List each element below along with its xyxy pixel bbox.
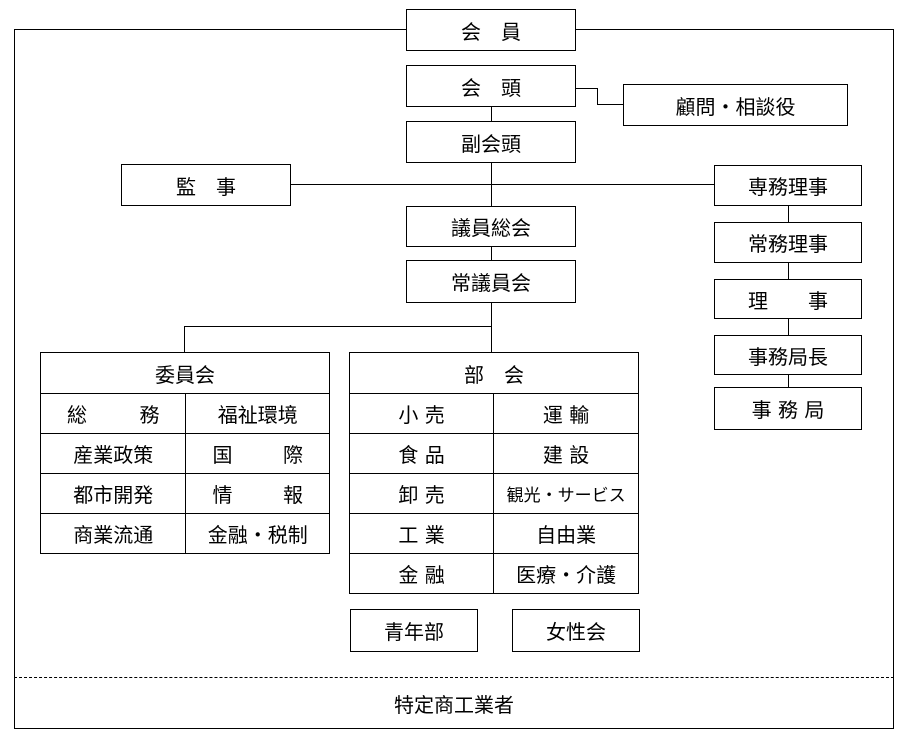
connector-exec-2 xyxy=(788,263,789,279)
division-cell: 金 融 xyxy=(348,553,495,594)
general-assembly-label: 議員総会 xyxy=(451,216,531,240)
advisor-box: 顧問・相談役 xyxy=(623,84,848,126)
table-row: 産業政策 国 際 xyxy=(39,433,330,474)
chairman-box: 会 頭 xyxy=(406,65,576,107)
footer-label: 特定商工業者 xyxy=(394,692,514,717)
members-label: 会 員 xyxy=(461,19,521,44)
chairman-label: 会 頭 xyxy=(461,75,521,100)
connector-auditor-executive xyxy=(291,184,714,185)
connector-standing-down xyxy=(491,303,492,327)
division-cell: 卸 売 xyxy=(348,473,495,514)
connector-chairman-vice xyxy=(491,107,492,121)
table-row: 食 品 建 設 xyxy=(348,433,639,474)
auditor-box: 監 事 xyxy=(121,164,291,206)
table-row: 総 務 福祉環境 xyxy=(39,393,330,434)
vice-chairman-box: 副会頭 xyxy=(406,121,576,163)
table-row: 商業流通 金融・税制 xyxy=(39,513,330,554)
committee-cell: 国 際 xyxy=(185,433,330,474)
executive-box-4: 事務局長 xyxy=(714,335,862,375)
executive-label: 事務局長 xyxy=(748,344,828,369)
connector-advisor-2 xyxy=(597,88,598,105)
divisions-table: 部 会 小 売 運 輸 食 品 建 設 卸 売 観光・サービス 工 業 自由業 … xyxy=(348,352,639,594)
committees-header-row: 委員会 xyxy=(40,352,330,394)
connector-advisor-3 xyxy=(597,104,623,105)
women-group-label: 女性会 xyxy=(546,620,606,644)
auditor-label: 監 事 xyxy=(176,174,236,199)
connector-assembly-standing xyxy=(491,247,492,260)
committee-cell: 産業政策 xyxy=(39,433,187,474)
divisions-header-row: 部 会 xyxy=(349,352,639,394)
division-cell: 運 輸 xyxy=(493,393,639,434)
advisor-label: 顧問・相談役 xyxy=(675,94,796,119)
executive-box-5: 事 務 局 xyxy=(714,387,862,430)
executive-label: 専務理事 xyxy=(748,175,828,199)
division-cell: 医療・介護 xyxy=(493,553,639,594)
committee-cell: 総 務 xyxy=(39,393,187,434)
executive-box-3: 理 事 xyxy=(714,279,862,319)
executive-label: 理 事 xyxy=(748,288,828,313)
executive-label: 常務理事 xyxy=(748,232,828,256)
table-row: 小 売 運 輸 xyxy=(348,393,639,434)
division-cell: 建 設 xyxy=(493,433,639,474)
standing-assembly-box: 常議員会 xyxy=(406,260,576,303)
committee-cell: 商業流通 xyxy=(39,513,187,554)
division-cell: 自由業 xyxy=(493,513,639,554)
division-cell: 小 売 xyxy=(348,393,495,434)
specified-businesses-label: 特定商工業者 xyxy=(14,678,894,728)
connector-branch xyxy=(184,326,492,327)
executive-label: 事 務 局 xyxy=(751,398,825,422)
connector-exec-3 xyxy=(788,319,789,335)
table-row: 工 業 自由業 xyxy=(348,513,639,554)
table-row: 卸 売 観光・サービス xyxy=(348,473,639,514)
committees-table: 委員会 総 務 福祉環境 産業政策 国 際 都市開発 情 報 商業流通 金融・税… xyxy=(39,352,330,554)
division-cell: 食 品 xyxy=(348,433,495,474)
committee-cell: 金融・税制 xyxy=(185,513,330,554)
connector-exec-1 xyxy=(788,206,789,222)
standing-assembly-label: 常議員会 xyxy=(451,271,531,295)
connector-advisor-1 xyxy=(576,88,598,89)
division-cell: 工 業 xyxy=(348,513,495,554)
committee-cell: 情 報 xyxy=(185,473,330,514)
youth-group-box: 青年部 xyxy=(350,609,478,652)
dashed-divider xyxy=(14,677,894,678)
committee-cell: 福祉環境 xyxy=(185,393,330,434)
table-row: 金 融 医療・介護 xyxy=(348,553,639,594)
connector-committees xyxy=(184,326,185,352)
members-box: 会 員 xyxy=(406,9,576,51)
general-assembly-box: 議員総会 xyxy=(406,206,576,247)
divisions-title: 部 会 xyxy=(349,352,639,394)
youth-group-label: 青年部 xyxy=(384,620,444,644)
vice-chairman-label: 副会頭 xyxy=(461,131,521,156)
connector-exec-4 xyxy=(788,375,789,387)
committee-cell: 都市開発 xyxy=(39,473,187,514)
executive-box-1: 専務理事 xyxy=(714,165,862,206)
executive-box-2: 常務理事 xyxy=(714,222,862,263)
committees-title: 委員会 xyxy=(40,352,330,394)
women-group-box: 女性会 xyxy=(512,609,640,652)
table-row: 都市開発 情 報 xyxy=(39,473,330,514)
division-cell: 観光・サービス xyxy=(493,473,639,514)
connector-divisions xyxy=(491,326,492,352)
